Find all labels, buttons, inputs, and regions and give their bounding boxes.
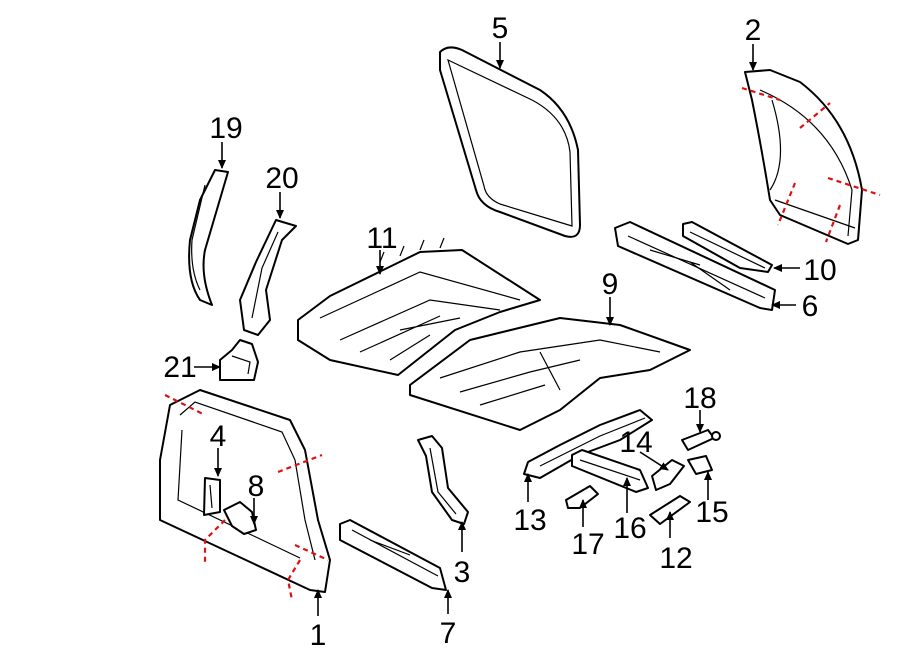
part-20-reinforcement xyxy=(239,219,297,336)
callout-7: 7 xyxy=(440,617,457,650)
part-18-bolt xyxy=(681,429,721,451)
callout-4: 4 xyxy=(210,420,227,453)
callout-21: 21 xyxy=(163,351,196,384)
cut-line xyxy=(286,559,301,601)
callout-20: 20 xyxy=(265,162,298,195)
cut-line xyxy=(776,182,797,226)
callout-8: 8 xyxy=(248,470,265,503)
part-9-rear-floor xyxy=(409,317,691,431)
callout-5: 5 xyxy=(492,12,509,45)
callout-10: 10 xyxy=(803,254,836,287)
part-14-bracket xyxy=(651,459,685,491)
callout-17: 17 xyxy=(571,528,604,561)
callout-19: 19 xyxy=(209,112,242,145)
part-12-bracket xyxy=(649,495,691,525)
part-4-panel xyxy=(203,477,221,516)
callout-labels: 1 2 3 4 5 6 7 8 9 10 11 12 13 14 15 16 1… xyxy=(163,12,836,652)
callout-18: 18 xyxy=(683,382,716,415)
cut-line xyxy=(277,453,323,474)
part-15-bracket xyxy=(687,455,713,475)
part-19-pillar-trim xyxy=(188,169,229,306)
cut-line xyxy=(799,102,831,129)
part-10-sill xyxy=(682,221,773,273)
part-21-bracket xyxy=(219,339,259,381)
part-6-rocker xyxy=(614,221,776,311)
cut-line xyxy=(294,543,329,562)
cut-line xyxy=(741,86,781,102)
part-3-center-pillar xyxy=(417,435,469,525)
callout-14: 14 xyxy=(619,426,652,459)
part-17-bracket xyxy=(565,485,599,509)
cut-line xyxy=(824,204,842,243)
callout-12: 12 xyxy=(659,542,692,575)
leader-lines xyxy=(194,42,800,616)
part-2-front-pillar xyxy=(744,69,863,245)
callout-3: 3 xyxy=(454,556,471,589)
callout-1: 1 xyxy=(310,619,327,652)
callout-13: 13 xyxy=(513,504,546,537)
cut-line xyxy=(827,176,881,197)
part-13-crossmember xyxy=(523,409,653,479)
part-7-rocker xyxy=(339,519,447,591)
callout-16: 16 xyxy=(613,512,646,545)
callout-9: 9 xyxy=(602,268,619,301)
part-8-bracket xyxy=(223,501,257,535)
callout-11: 11 xyxy=(366,222,397,255)
cut-line xyxy=(203,519,226,565)
callout-6: 6 xyxy=(802,290,819,323)
part-1-body-side xyxy=(159,389,331,593)
callout-15: 15 xyxy=(695,496,728,529)
callout-2: 2 xyxy=(745,14,762,47)
cut-line xyxy=(164,394,206,416)
part-11-front-floor xyxy=(297,237,541,376)
part-5-weatherstrip xyxy=(439,46,581,238)
